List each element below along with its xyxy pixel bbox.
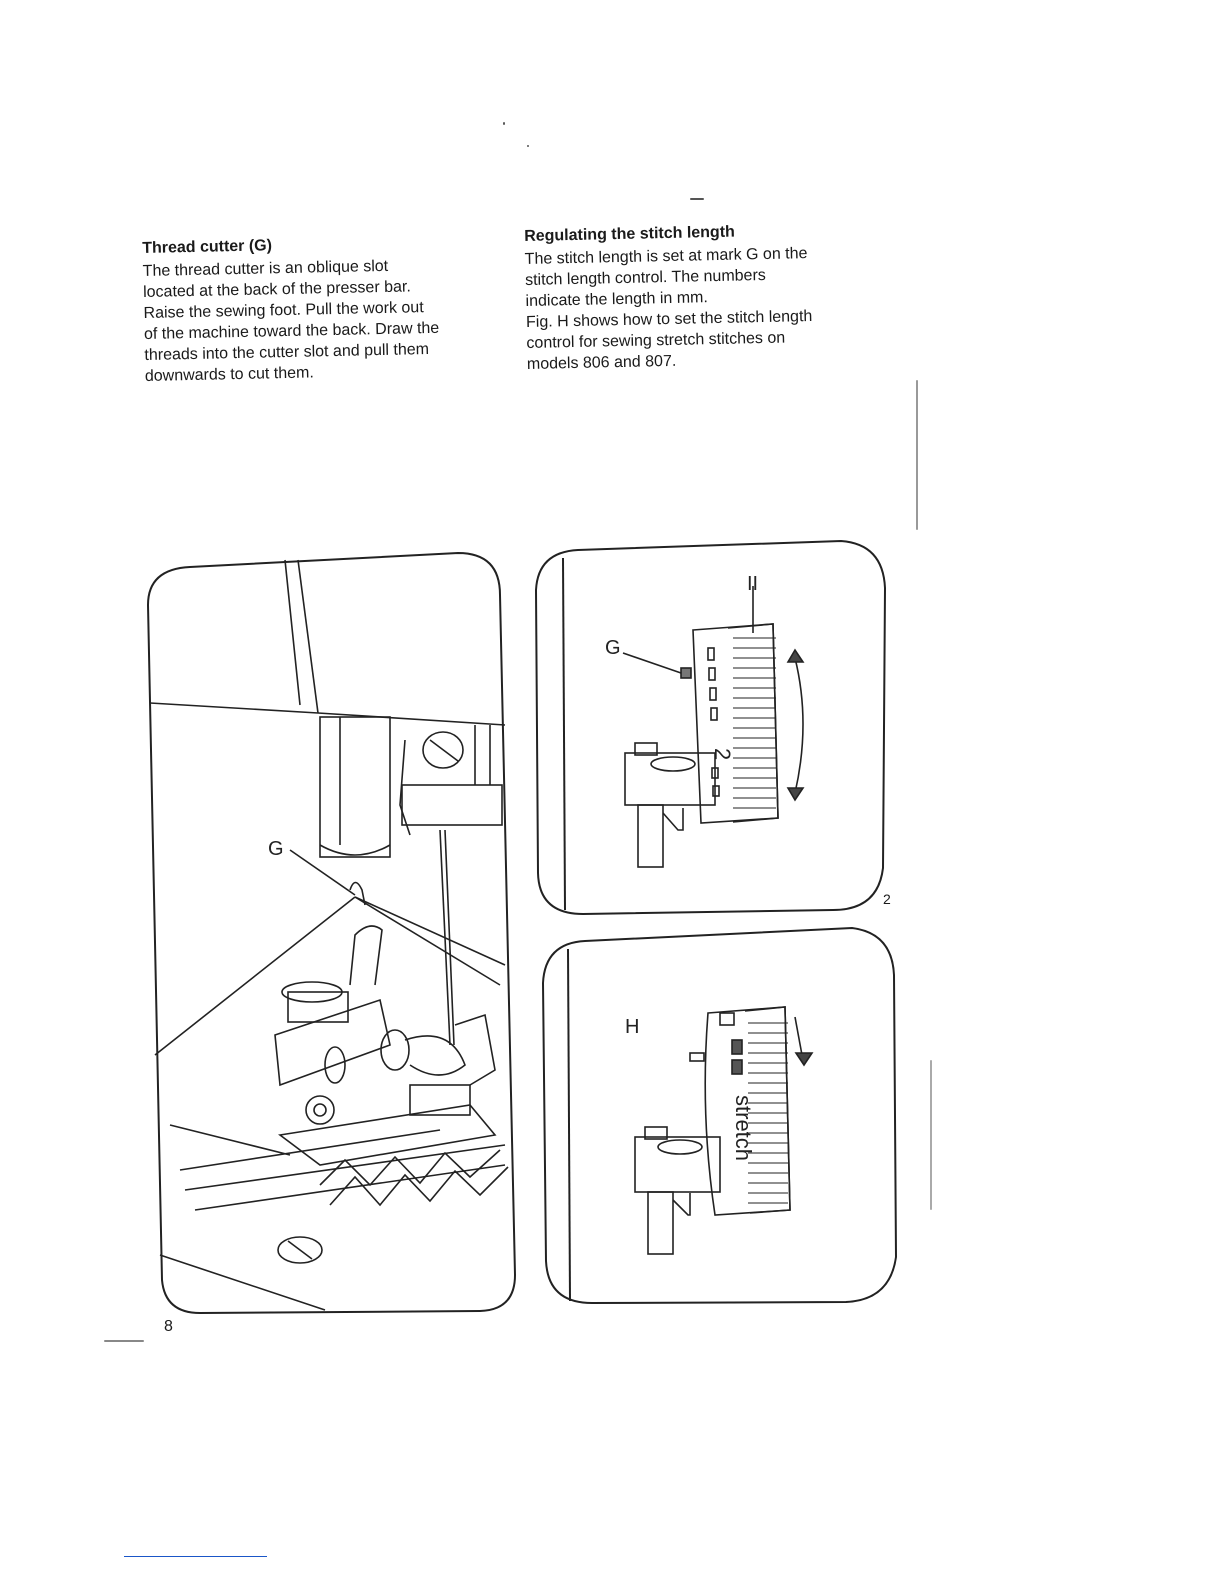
page-number: 8	[164, 1318, 173, 1335]
figure-number: 2	[883, 891, 891, 907]
dial-label-top: II	[747, 573, 758, 595]
scan-speck	[527, 145, 529, 147]
presser-foot-illustration: G	[146, 551, 517, 1315]
dial-label-g: G	[605, 637, 621, 659]
scan-divider	[124, 1556, 267, 1557]
stretch-label-h: H	[625, 1016, 639, 1038]
thread-cutter-section: Thread cutter (G) The thread cutter is a…	[142, 230, 505, 387]
scan-speck	[503, 122, 505, 125]
dial-number: 2	[710, 748, 735, 760]
scan-speck	[916, 380, 918, 530]
stretch-dial-text: stretch	[731, 1095, 756, 1161]
scan-speck	[930, 1060, 932, 1210]
stretch-dial-illustration: H stretch	[541, 926, 898, 1305]
stitch-length-section: Regulating the stitch length The stitch …	[524, 219, 872, 375]
scan-speck	[690, 198, 704, 200]
scan-speck	[104, 1340, 144, 1342]
presser-foot-label-g: G	[268, 838, 284, 860]
stitch-dial-illustration: II G 2	[534, 539, 887, 916]
